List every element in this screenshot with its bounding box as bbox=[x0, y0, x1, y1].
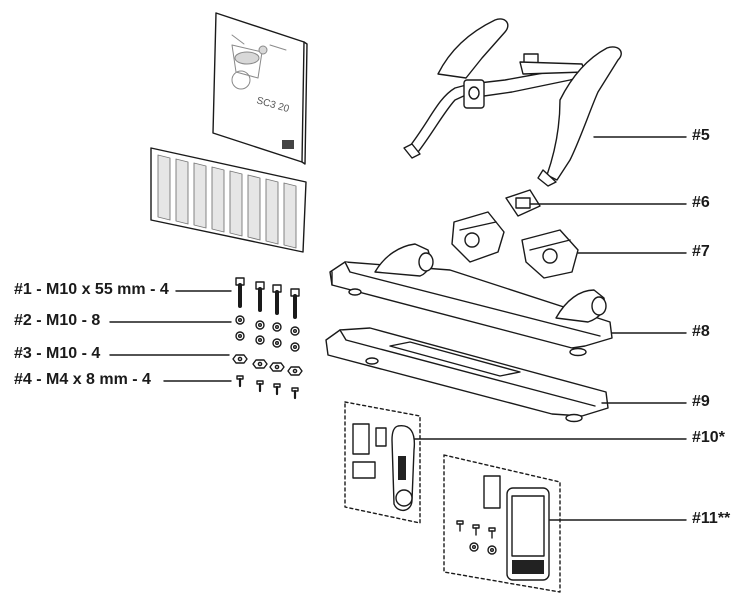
label-part-5: #5 bbox=[692, 127, 710, 144]
label-part-9: #9 bbox=[692, 393, 710, 410]
label-part-4: #4 - M4 x 8 mm - 4 bbox=[14, 371, 151, 388]
rear-stabilizer bbox=[325, 327, 609, 423]
manual-booklet: SC3 20 bbox=[212, 12, 308, 165]
label-part-6: #6 bbox=[692, 194, 710, 211]
label-part-2: #2 - M10 - 8 bbox=[14, 312, 101, 329]
hardware-card bbox=[150, 147, 307, 253]
label-part-3: #3 - M10 - 4 bbox=[14, 345, 101, 362]
label-part-1: #1 - M10 x 55 mm - 4 bbox=[14, 281, 169, 298]
label-part-10: #10* bbox=[692, 429, 725, 446]
front-stabilizer bbox=[329, 243, 613, 357]
kit-11-box bbox=[443, 454, 561, 593]
label-part-8: #8 bbox=[692, 323, 710, 340]
label-part-11: #11** bbox=[692, 510, 731, 527]
screws-m4 bbox=[236, 375, 299, 400]
clip bbox=[505, 189, 541, 217]
nuts-m10 bbox=[232, 354, 303, 376]
bolts-m10 bbox=[235, 277, 300, 319]
kit-10-box bbox=[344, 401, 421, 524]
washers-m10 bbox=[235, 315, 300, 352]
label-part-7: #7 bbox=[692, 243, 710, 260]
pedals bbox=[451, 211, 579, 279]
leader-lines bbox=[109, 136, 687, 521]
handlebar bbox=[403, 18, 622, 187]
